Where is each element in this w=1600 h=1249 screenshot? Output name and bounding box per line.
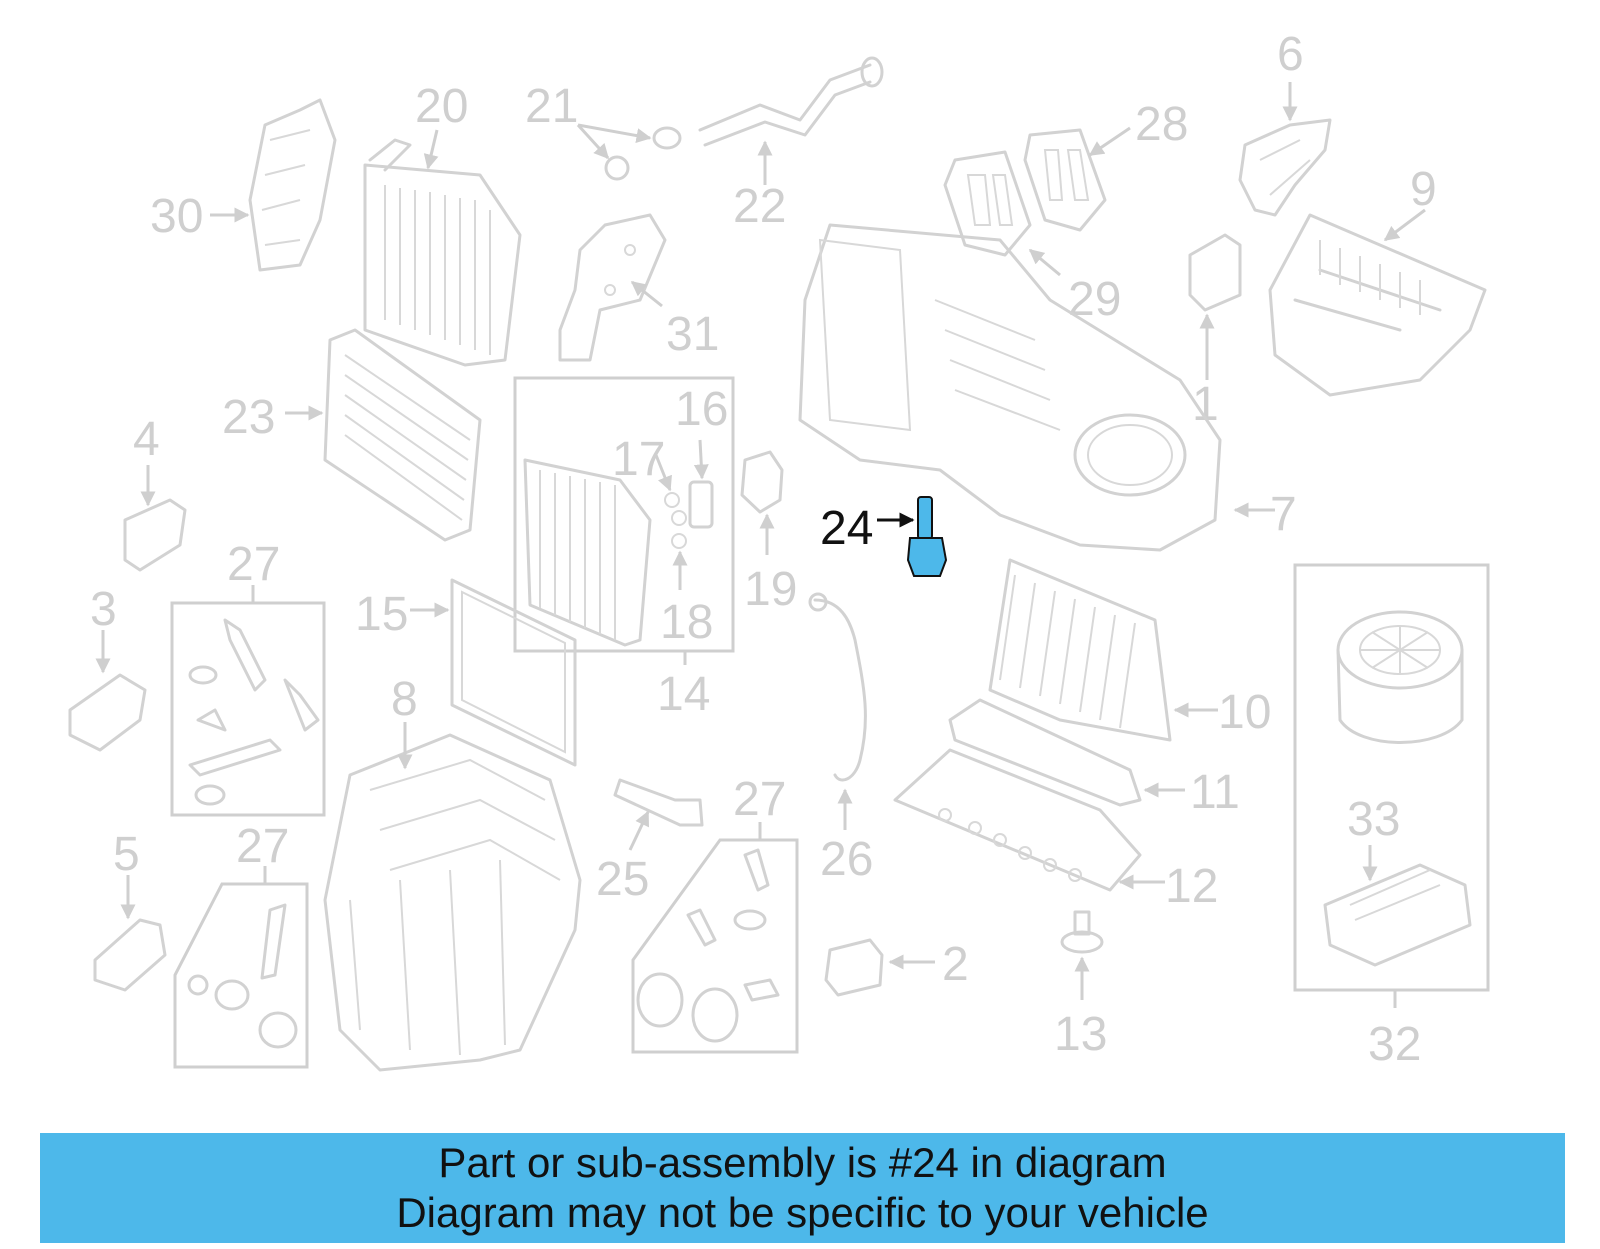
callout-21: 21 [525, 80, 578, 133]
callout-8: 8 [391, 673, 418, 726]
part-19 [740, 450, 784, 555]
caption-line-1: Part or sub-assembly is #24 in diagram [438, 1139, 1167, 1186]
part-1 [1188, 233, 1242, 380]
callout-13: 13 [1054, 1008, 1107, 1061]
group-27-b [173, 866, 309, 1069]
callout-30: 30 [150, 190, 203, 243]
part-4 [123, 465, 187, 572]
part-13 [1060, 910, 1104, 1000]
callout-12: 12 [1165, 860, 1218, 913]
callout-2: 2 [942, 938, 969, 991]
part-21 [576, 123, 682, 181]
callout-4: 4 [133, 413, 160, 466]
part-6 [1238, 82, 1332, 217]
part-3 [68, 630, 147, 752]
callout-6: 6 [1277, 28, 1304, 81]
part-24-highlighted[interactable] [877, 496, 948, 577]
part-22 [698, 56, 884, 185]
callout-32: 32 [1368, 1018, 1421, 1071]
callout-3: 3 [90, 583, 117, 636]
part-7 [798, 223, 1275, 552]
callout-29: 29 [1068, 273, 1121, 326]
caption-banner: Part or sub-assembly is #24 in diagram D… [40, 1133, 1565, 1243]
part-12 [893, 748, 1165, 892]
part-23 [285, 328, 482, 542]
callout-10: 10 [1218, 686, 1271, 739]
part-29 [943, 150, 1061, 277]
callout-27-c: 27 [733, 773, 786, 826]
part-30 [210, 98, 337, 272]
callout-9: 9 [1410, 163, 1437, 216]
callout-28: 28 [1135, 98, 1188, 151]
part-15 [410, 578, 577, 767]
callout-22: 22 [733, 180, 786, 233]
callout-24: 24 [820, 502, 873, 555]
caption-line-2: Diagram may not be specific to your vehi… [396, 1189, 1209, 1236]
callout-14: 14 [657, 668, 710, 721]
callout-27-b: 27 [236, 820, 289, 873]
callout-18: 18 [660, 596, 713, 649]
part-5 [93, 875, 167, 992]
callout-7: 7 [1270, 488, 1297, 541]
callout-33: 33 [1347, 793, 1400, 846]
part-2 [824, 938, 935, 997]
group-32 [1293, 563, 1490, 1008]
callout-17: 17 [612, 433, 665, 486]
callout-5: 5 [113, 828, 140, 881]
callout-16: 16 [675, 383, 728, 436]
part-10 [988, 558, 1218, 742]
callout-27-a: 27 [227, 538, 280, 591]
group-14 [513, 376, 735, 665]
callout-11: 11 [1190, 766, 1240, 819]
callout-26: 26 [820, 833, 873, 886]
part-9 [1268, 208, 1487, 397]
group-27-c [631, 822, 799, 1054]
part-11 [948, 698, 1185, 807]
part-25 [613, 778, 704, 851]
part-31 [558, 213, 667, 362]
group-27-a [170, 585, 326, 817]
part-20 [363, 129, 522, 367]
callout-20: 20 [415, 80, 468, 133]
part-28 [1023, 126, 1131, 232]
callout-23: 23 [222, 391, 275, 444]
callout-31: 31 [666, 308, 719, 361]
part-8 [323, 722, 582, 1072]
callout-19: 19 [744, 563, 797, 616]
part-26 [808, 592, 867, 830]
callout-25: 25 [596, 853, 649, 906]
callout-15: 15 [355, 588, 408, 641]
